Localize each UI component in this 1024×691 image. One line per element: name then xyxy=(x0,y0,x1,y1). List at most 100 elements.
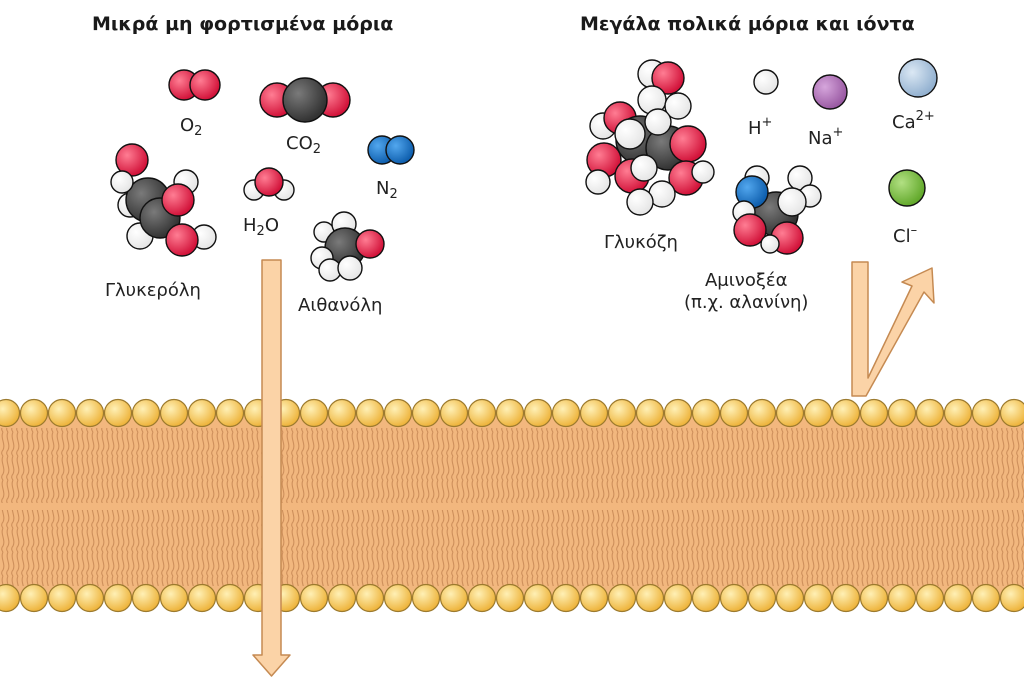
arrow-permeable xyxy=(252,259,291,677)
lipid-head xyxy=(887,398,917,428)
lipid-heads-top xyxy=(0,398,1024,428)
lipid-head xyxy=(47,398,77,428)
lipid-head xyxy=(803,398,833,428)
o2-molecule xyxy=(168,69,221,101)
lipid-head xyxy=(47,583,77,613)
lipid-head xyxy=(943,398,973,428)
n2-molecule xyxy=(367,135,415,165)
lipid-heads-bottom xyxy=(0,583,1024,613)
lipid-head xyxy=(999,583,1024,613)
label-n2: N2 xyxy=(376,178,398,202)
label-h-ion: H+ xyxy=(748,115,773,139)
label-cl-ion: Cl– xyxy=(893,223,918,247)
lipid-head xyxy=(579,398,609,428)
lipid-head xyxy=(971,583,1001,613)
lipid-head xyxy=(663,398,693,428)
lipid-head xyxy=(439,583,469,613)
h-ion xyxy=(753,69,779,95)
lipid-head xyxy=(775,583,805,613)
lipid-head xyxy=(971,398,1001,428)
lipid-head xyxy=(467,583,497,613)
lipid-head xyxy=(103,583,133,613)
lipid-head xyxy=(19,583,49,613)
lipid-head xyxy=(607,583,637,613)
lipid-head xyxy=(803,583,833,613)
lipid-head xyxy=(187,583,217,613)
alanine-molecule xyxy=(732,165,822,255)
lipid-head xyxy=(327,583,357,613)
lipid-head xyxy=(719,398,749,428)
lipid-head xyxy=(383,398,413,428)
lipid-head xyxy=(495,398,525,428)
lipid-head xyxy=(887,583,917,613)
lipid-head xyxy=(719,583,749,613)
lipid-head xyxy=(327,398,357,428)
lipid-head xyxy=(859,583,889,613)
lipid-head xyxy=(551,398,581,428)
lipid-head xyxy=(691,398,721,428)
lipid-head xyxy=(999,398,1024,428)
cl-ion xyxy=(888,169,926,207)
co2-molecule xyxy=(259,77,351,123)
label-o2: O2 xyxy=(180,115,203,139)
heading-large-polar: Μεγάλα πολικά μόρια και ιόντα xyxy=(580,13,915,35)
ca-ion xyxy=(898,58,938,98)
lipid-head xyxy=(551,583,581,613)
ethanol-molecule xyxy=(310,211,385,282)
lipid-head xyxy=(0,398,21,428)
lipid-head xyxy=(299,583,329,613)
label-glucose: Γλυκόζη xyxy=(604,232,678,253)
lipid-head xyxy=(103,398,133,428)
lipid-head xyxy=(187,398,217,428)
lipid-bilayer xyxy=(0,398,1024,613)
label-amino-acid: Αμινοξέα (π.χ. αλανίνη) xyxy=(684,270,809,313)
h2o-molecule xyxy=(243,167,295,201)
label-co2: CO2 xyxy=(286,133,322,157)
lipid-head xyxy=(495,583,525,613)
label-ca-ion: Ca2+ xyxy=(892,109,935,133)
lipid-head xyxy=(411,398,441,428)
lipid-head xyxy=(215,398,245,428)
lipid-head xyxy=(943,583,973,613)
label-ethanol: Αιθανόλη xyxy=(298,295,383,316)
lipid-head xyxy=(747,398,777,428)
lipid-head xyxy=(831,398,861,428)
glucose-molecule xyxy=(585,59,715,216)
lipid-head xyxy=(467,398,497,428)
lipid-head xyxy=(915,583,945,613)
lipid-head xyxy=(383,583,413,613)
lipid-head xyxy=(75,583,105,613)
lipid-head xyxy=(775,398,805,428)
label-na-ion: Na+ xyxy=(808,125,844,149)
heading-small-uncharged: Μικρά μη φορτισμένα μόρια xyxy=(92,13,394,35)
lipid-head xyxy=(635,398,665,428)
lipid-head xyxy=(523,583,553,613)
label-h2o: H2O xyxy=(243,215,279,239)
lipid-head xyxy=(663,583,693,613)
lipid-head xyxy=(859,398,889,428)
lipid-head xyxy=(0,583,21,613)
lipid-head xyxy=(355,583,385,613)
lipid-head xyxy=(607,398,637,428)
arrow-impermeable xyxy=(851,261,935,397)
lipid-head xyxy=(131,583,161,613)
lipid-head xyxy=(215,583,245,613)
glycerol-molecule xyxy=(110,143,217,257)
lipid-head xyxy=(747,583,777,613)
lipid-head xyxy=(831,583,861,613)
lipid-head xyxy=(131,398,161,428)
na-ion xyxy=(812,74,848,110)
lipid-head xyxy=(915,398,945,428)
lipid-head xyxy=(523,398,553,428)
lipid-head xyxy=(299,398,329,428)
lipid-head xyxy=(691,583,721,613)
lipid-head xyxy=(75,398,105,428)
lipid-head xyxy=(159,583,189,613)
lipid-head xyxy=(579,583,609,613)
lipid-head xyxy=(19,398,49,428)
lipid-head xyxy=(159,398,189,428)
lipid-head xyxy=(635,583,665,613)
lipid-head xyxy=(439,398,469,428)
